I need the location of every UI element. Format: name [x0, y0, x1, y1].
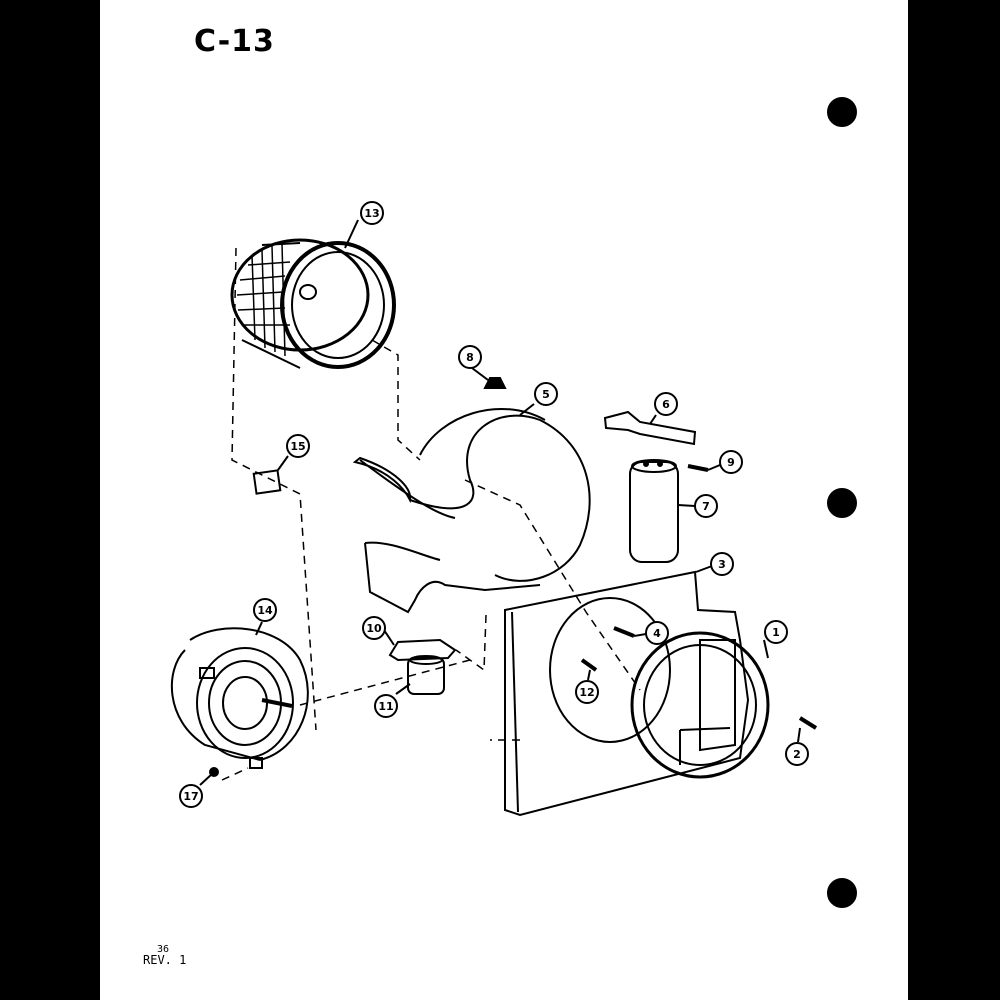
callout-11: 11 [374, 683, 411, 718]
callout-14-label: 14 [257, 604, 273, 617]
callout-5-label: 5 [542, 388, 550, 401]
callout-7-label: 7 [702, 500, 710, 513]
orifice-ring [630, 631, 770, 779]
callout-12: 12 [575, 669, 599, 704]
callout-5: 5 [519, 382, 558, 416]
callout-6-label: 6 [662, 398, 670, 411]
callout-9: 9 [707, 450, 743, 474]
callout-8: 8 [458, 345, 489, 381]
callout-17: 17 [179, 773, 213, 808]
screw-4 [613, 626, 635, 638]
capacitor-bracket [388, 638, 457, 662]
callout-14: 14 [253, 598, 277, 636]
callout-4-label: 4 [653, 627, 661, 640]
footer-page-number: 36 [157, 944, 170, 955]
callout-7: 7 [677, 494, 718, 518]
callout-6: 6 [649, 392, 678, 425]
page-title: C-13 [194, 24, 275, 59]
mounting-bracket [603, 410, 697, 446]
callout-12-label: 12 [579, 686, 594, 699]
callout-15: 15 [277, 434, 310, 471]
mounting-panel [504, 570, 750, 817]
callout-9-label: 9 [727, 456, 735, 469]
wire-clip [483, 377, 507, 389]
drawing-sheet [100, 0, 908, 1000]
callout-2: 2 [785, 727, 809, 766]
callout-3: 3 [695, 552, 734, 576]
callout-1-label: 1 [772, 626, 780, 639]
screw-9 [687, 464, 709, 472]
callout-15-label: 15 [290, 440, 305, 453]
callout-10: 10 [362, 616, 395, 646]
mounting-pad [252, 469, 282, 495]
blower-motor [170, 627, 309, 769]
callout-1: 1 [763, 620, 788, 659]
footer-revision: REV. 1 [143, 953, 187, 967]
callout-13: 13 [344, 201, 384, 249]
callout-10-label: 10 [366, 622, 382, 635]
binder-hole-bottom [827, 878, 857, 908]
blower-housing [352, 407, 591, 614]
callout-2-label: 2 [793, 748, 801, 761]
binder-hole-middle [827, 488, 857, 518]
run-capacitor [629, 459, 679, 563]
callout-13-label: 13 [364, 207, 379, 220]
screw-12 [580, 658, 598, 672]
callout-17-label: 17 [183, 790, 198, 803]
blower-wheel [230, 238, 396, 369]
callout-8-label: 8 [466, 351, 474, 364]
binder-hole-top [827, 97, 857, 127]
callout-4: 4 [633, 621, 669, 645]
screw-2 [798, 716, 818, 730]
callout-11-label: 11 [378, 700, 393, 713]
callout-3-label: 3 [718, 558, 726, 571]
callouts: 13 8 5 6 9 7 3 [179, 201, 809, 808]
revision-footer: 36 REV. 1 [143, 944, 187, 967]
start-capacitor [407, 655, 445, 695]
